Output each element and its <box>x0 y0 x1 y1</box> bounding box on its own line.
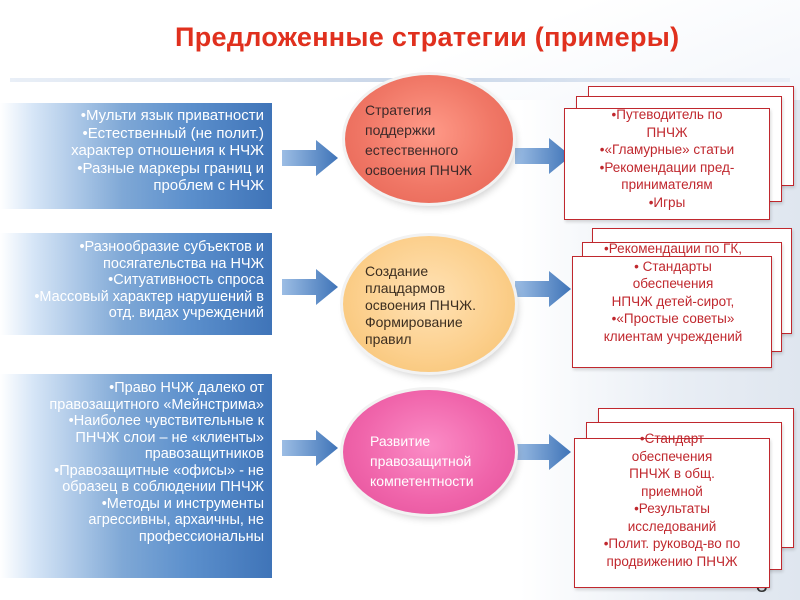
example-line: •Полит. руковод-во по <box>603 536 741 551</box>
example-line: •Рекомендации пред- <box>599 159 735 175</box>
strategy-line: освоения ПНЧЖ. <box>365 297 476 313</box>
problem-line: правозащитного «Мейнстрима» <box>49 396 264 413</box>
examples-stack-1: •Путеводитель по ПНЧЖ •«Гламурные» стать… <box>562 86 794 222</box>
example-line: клиентам учреждений <box>603 328 743 344</box>
example-line: исследований <box>627 518 717 534</box>
example-line: ПНЧЖ в общ. <box>629 466 715 481</box>
examples-text-2: •Рекомендации по ГК, • Стандарты обеспеч… <box>568 240 778 345</box>
example-line: •«Простые советы» <box>611 311 735 326</box>
problem-line: •Разные маркеры границ и <box>77 159 264 177</box>
problem-line: правозащитников <box>144 446 264 462</box>
examples-stack-2: •Рекомендации по ГК, • Стандарты обеспеч… <box>568 228 794 368</box>
strategy-line: Стратегия <box>365 102 432 118</box>
strategy-line: освоения ПНЧЖ <box>365 162 473 178</box>
card-front <box>572 256 772 368</box>
slide-title: Предложенные стратегии (примеры) <box>175 22 680 52</box>
strategy-circle-2 <box>343 236 515 372</box>
problems-panel-2: •Разнообразие субъектов и посягательства… <box>0 233 272 335</box>
problem-line: характер отношения к НЧЖ <box>71 142 264 159</box>
problem-line: •Ситуативность спроса <box>108 272 264 288</box>
problem-line: •Правозащитные «офисы» - не <box>54 462 264 479</box>
problem-line: •Наиболее чувствительные к <box>68 413 264 429</box>
problem-line: •Естественный (не полит.) <box>82 124 264 142</box>
strategy-label-3: Развитие правозащитной компетентности <box>370 431 474 491</box>
problem-line: проблем с НЧЖ <box>153 177 264 194</box>
examples-text-1: •Путеводитель по ПНЧЖ •«Гламурные» стать… <box>562 106 772 211</box>
arrow-right-icon <box>282 140 338 176</box>
example-line: НПЧЖ детей-сирот, <box>611 293 735 309</box>
arrow-right-icon <box>282 430 338 466</box>
problems-panel-1: •Мульти язык приватности •Естественный (… <box>0 103 272 209</box>
problem-line: •Мульти язык приватности <box>80 107 264 124</box>
example-line: •Путеводитель по <box>611 107 723 122</box>
example-line: • Стандарты <box>634 258 712 274</box>
problem-line: профессиональны <box>138 528 264 545</box>
example-line: •Результаты <box>634 501 710 516</box>
problem-line: агрессивны, архаичны, не <box>88 512 264 528</box>
problem-line: •Право НЧЖ далеко от <box>109 380 264 396</box>
example-line: •«Гламурные» статьи <box>599 142 735 157</box>
example-line: •Игры <box>648 194 686 210</box>
problem-line: отд. видах учреждений <box>108 305 264 321</box>
example-line: обеспечения <box>632 276 714 291</box>
strategy-line: поддержки <box>365 122 436 138</box>
example-line: принимателям <box>621 177 713 192</box>
arrow-right-icon <box>515 271 571 307</box>
strategy-line: плацдармов <box>365 280 446 296</box>
arrow-right-icon <box>515 138 571 174</box>
examples-text-3: •Стандарт обеспечения ПНЧЖ в общ. приемн… <box>572 430 772 570</box>
example-line: ПНЧЖ <box>646 124 688 140</box>
example-line: продвижению ПНЧЖ <box>606 553 738 569</box>
example-line: •Рекомендации по ГК, <box>604 241 742 256</box>
example-line: обеспечения <box>631 448 713 464</box>
strategy-label-1: Стратегия поддержки естественного освоен… <box>365 100 472 180</box>
problems-panel-3: •Право НЧЖ далеко от правозащитного «Мей… <box>0 374 272 578</box>
strategy-line: Развитие <box>370 433 431 449</box>
card-front <box>564 108 770 220</box>
example-line: •Стандарт <box>639 431 705 446</box>
strategy-circle-1 <box>345 75 513 203</box>
problem-line: образец в соблюдении ПНЧЖ <box>62 479 264 495</box>
example-line: приемной <box>641 483 703 499</box>
strategy-line: компетентности <box>370 473 474 489</box>
problem-line: •Методы и инструменты <box>101 495 264 512</box>
strategy-line: Формирование <box>365 314 463 330</box>
problem-line: ПНЧЖ слои – не «клиенты» <box>75 429 264 446</box>
strategy-line: правозащитной <box>370 453 472 469</box>
arrow-right-icon <box>515 434 571 470</box>
strategy-line: правил <box>365 331 412 347</box>
strategy-label-2: Создание плацдармов освоения ПНЧЖ. Форми… <box>365 263 476 348</box>
strategy-line: Создание <box>365 263 429 279</box>
card-front <box>574 438 770 588</box>
problem-line: •Массовый характер нарушений в <box>34 288 264 305</box>
problem-line: •Разнообразие субъектов и <box>79 239 264 255</box>
problem-line: посягательства на НЧЖ <box>103 255 264 272</box>
strategy-line: естественного <box>365 142 459 158</box>
arrow-right-icon <box>282 269 338 305</box>
examples-stack-3: •Стандарт обеспечения ПНЧЖ в общ. приемн… <box>572 408 794 588</box>
strategy-circle-3 <box>343 390 515 514</box>
